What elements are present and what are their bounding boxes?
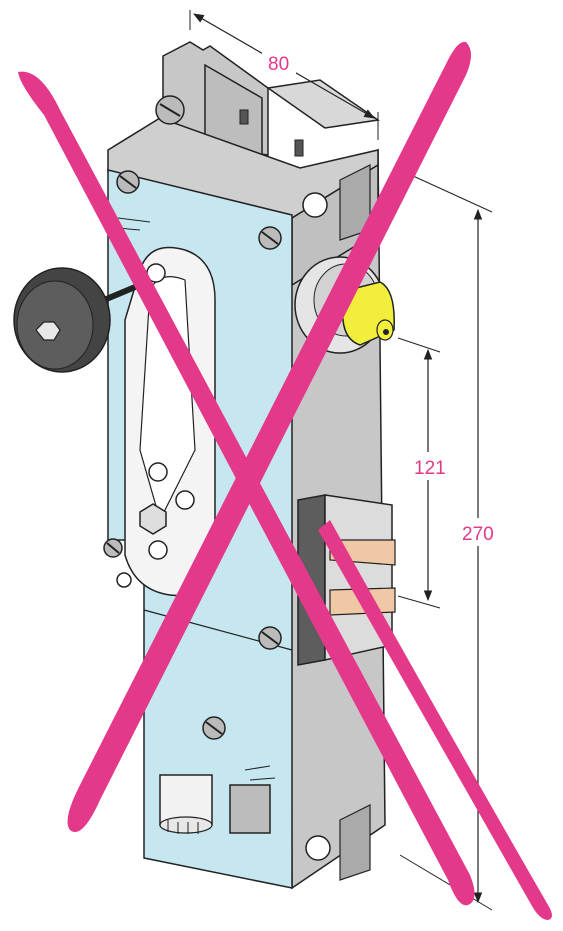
bracket-slot (239, 109, 249, 125)
screw-icon (258, 626, 282, 650)
screws (103, 95, 282, 740)
screw-icon (103, 538, 123, 558)
screw-icon (116, 170, 140, 194)
screw-icon (258, 226, 282, 250)
roller-wheel (13, 267, 142, 373)
screw-icon (155, 95, 185, 125)
wheel-nut-icon (35, 321, 61, 341)
dimension-label-width: 80 (268, 54, 289, 75)
lever-nut-icon (139, 503, 167, 535)
screw-icon (202, 716, 226, 740)
cable-gland (159, 774, 271, 834)
cross-out-mark (18, 41, 552, 920)
dimension-label-spacing: 121 (414, 458, 446, 479)
lower-hole (116, 572, 132, 588)
dimension-label-height: 270 (462, 524, 494, 545)
housing-holes (302, 164, 371, 881)
bracket-slot (294, 139, 304, 157)
lever-arm (124, 246, 216, 597)
